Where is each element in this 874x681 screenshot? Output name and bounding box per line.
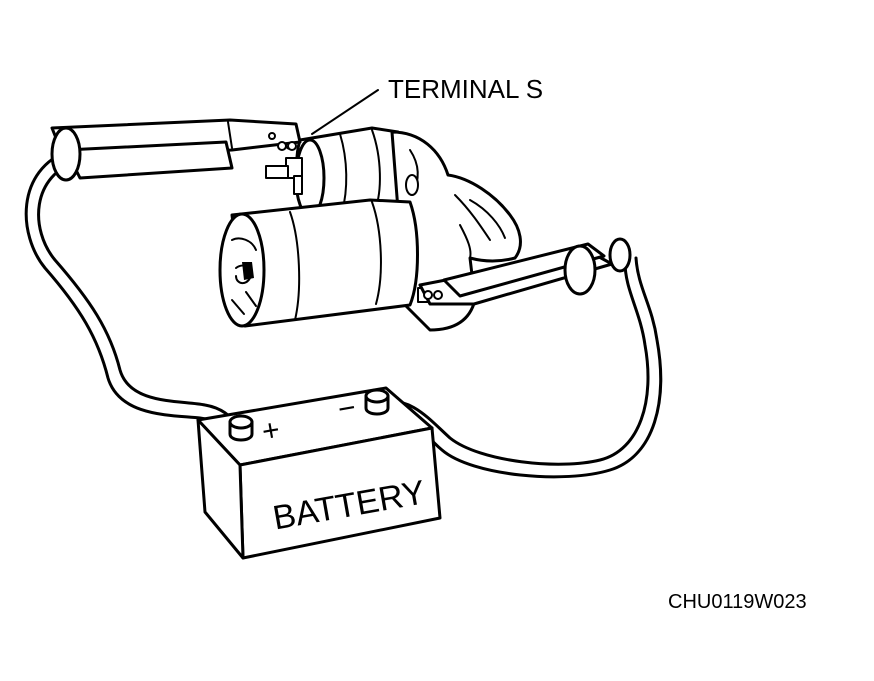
starter-motor — [218, 126, 522, 332]
terminal-s-leader-line — [311, 89, 379, 135]
positive-clamp — [50, 118, 302, 182]
battery — [196, 386, 442, 560]
negative-clamp — [418, 237, 632, 306]
terminal-s-label: TERMINAL S — [388, 74, 543, 104]
figure-code: CHU0119W023 — [668, 591, 807, 613]
negative-terminal-post — [364, 388, 390, 416]
positive-cable — [24, 148, 240, 434]
positive-sign: + — [259, 413, 282, 449]
negative-sign: − — [335, 391, 358, 427]
positive-terminal-post — [228, 414, 254, 442]
